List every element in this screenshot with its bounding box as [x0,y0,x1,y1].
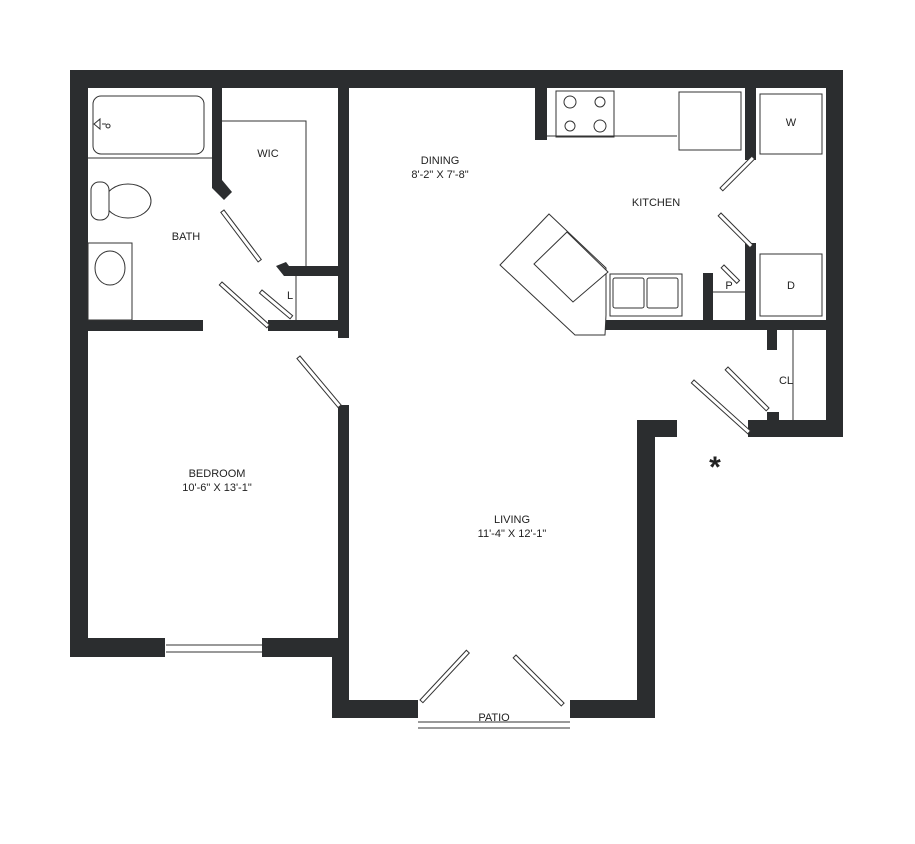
linen-label: L [287,290,293,302]
dining-label: DINING [421,155,460,167]
patio-label: PATIO [478,712,510,724]
dryer-door[interactable] [717,212,754,249]
doors[interactable] [218,155,770,707]
wic-label: WIC [257,148,278,160]
closet-label: CL [779,375,793,387]
patio-door-right[interactable] [512,654,565,707]
entry-door[interactable] [690,379,752,435]
dryer [759,253,823,317]
bedroom-dimensions: 10'-6" X 13'-1" [182,482,252,494]
pantry-door[interactable] [720,264,741,285]
toilet [104,183,152,219]
kitchen-label: KITCHEN [632,197,680,209]
patio-door-left[interactable] [419,649,471,704]
dining-dimensions: 8'-2" X 7'-8" [411,169,468,181]
walls [70,70,843,718]
dryer-label: D [787,280,795,292]
stove [555,90,615,138]
linen-door[interactable] [258,289,294,320]
bathtub [92,95,205,155]
shower-head-icon [93,117,111,131]
washer-label: W [786,117,797,129]
living-dimensions: 11'-4" X 12'-1" [478,528,547,540]
bath-label: BATH [172,231,201,243]
refrigerator [678,91,742,151]
bath-door[interactable] [218,281,271,329]
room-labels: WIC BATH L DINING 8'-2" X 7'-8" KITCHEN … [172,117,797,724]
bedroom-door[interactable] [296,355,342,409]
washer [759,93,823,155]
bedroom-label: BEDROOM [189,468,246,480]
washer-door[interactable] [719,155,756,192]
sink-icon [94,250,126,286]
closet-door[interactable] [724,366,770,412]
pantry-label: P [725,280,732,292]
fixtures [87,90,823,729]
entry-marker: * [709,451,721,484]
wic-door[interactable] [220,209,263,263]
living-label: LIVING [494,514,530,526]
